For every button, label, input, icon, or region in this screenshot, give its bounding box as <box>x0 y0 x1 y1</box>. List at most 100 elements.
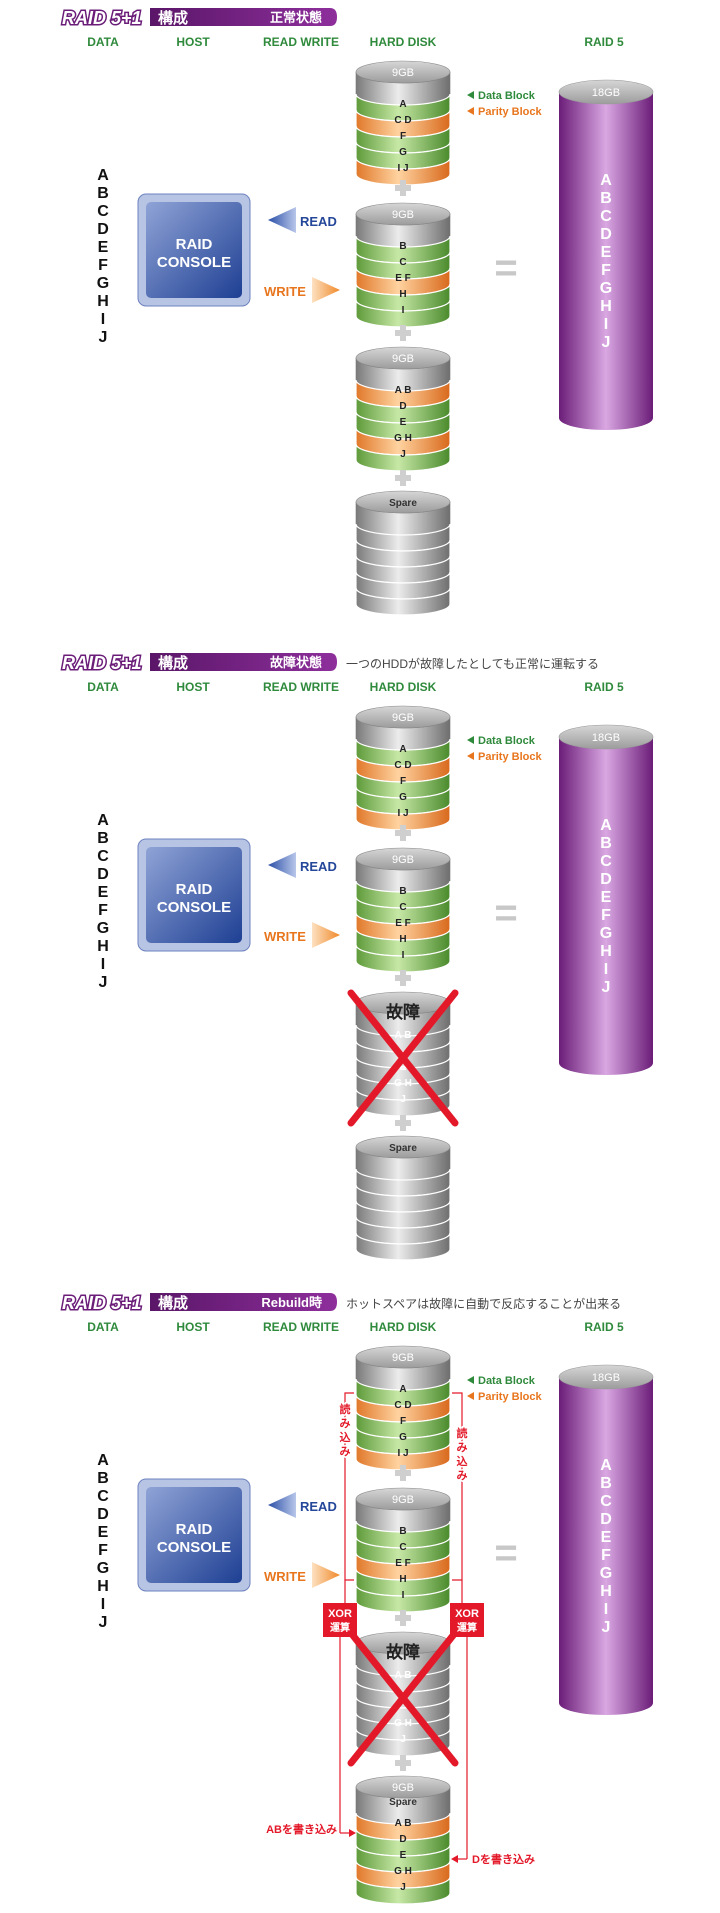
raid5-letter: H <box>600 943 612 960</box>
disk-block-label: C <box>399 902 406 913</box>
read-right-char: み <box>457 1469 468 1482</box>
data-letter: E <box>98 239 109 256</box>
raid5-volume <box>559 737 653 1075</box>
data-letter: A <box>97 1452 109 1469</box>
plus-icon <box>395 470 411 486</box>
data-letter: G <box>97 1560 109 1577</box>
disk-layer <box>355 299 451 328</box>
failure-label: 故障 <box>386 1002 420 1022</box>
disk-block-label: G H <box>394 433 412 444</box>
read-label: READ <box>300 859 337 874</box>
disk-block-label: F <box>400 776 406 787</box>
raid5-letter: D <box>600 226 612 243</box>
data-letter: F <box>98 1542 108 1559</box>
column-header-data: DATA <box>87 35 119 49</box>
disk-capacity-label: 9GB <box>392 1352 414 1364</box>
disk-block-label: D <box>399 1834 406 1845</box>
disk-top <box>355 847 451 871</box>
disk-layer <box>355 587 451 616</box>
disk-block-label: G <box>399 1432 407 1443</box>
read-right-char: み <box>457 1441 468 1454</box>
equals-sign: = <box>494 1531 517 1575</box>
disk-capacity-label: 9GB <box>392 209 414 221</box>
disk-capacity-label: Spare <box>389 1143 417 1154</box>
disk-block-label: G H <box>394 1078 412 1089</box>
disk-block-label: E <box>400 1850 407 1861</box>
column-header-read-write: READ WRITE <box>263 35 339 49</box>
raid5-letter: C <box>600 208 612 225</box>
legend-data-marker-icon <box>467 91 474 99</box>
read-left-char: み <box>340 1445 351 1458</box>
read-left-char: 読 <box>340 1402 351 1416</box>
disk-block-label: D <box>399 401 406 412</box>
write-label: WRITE <box>264 284 306 299</box>
disk-block-label: A B <box>395 385 412 396</box>
raid5-letter: A <box>600 1457 612 1474</box>
disk-block-label: E F <box>395 918 411 929</box>
raid5-letter: F <box>601 262 611 279</box>
disk-block-label: H <box>399 289 406 300</box>
title-state: 故障状態 <box>270 655 322 670</box>
plus-icon <box>395 180 411 196</box>
legend-parity-marker-icon <box>467 1392 474 1400</box>
data-letter: D <box>97 866 109 883</box>
title-banner <box>150 8 337 26</box>
spare-disk: Spare <box>355 1135 451 1261</box>
xor-label-right: XOR <box>455 1608 479 1620</box>
disk-block-label: I <box>402 305 405 316</box>
disk-capacity-label: 9GB <box>392 353 414 365</box>
disk-block-label: I <box>402 1590 405 1601</box>
raid5-letter: J <box>602 979 611 996</box>
console-label-line2: CONSOLE <box>157 254 231 271</box>
plus-icon <box>395 970 411 986</box>
write-label: WRITE <box>264 1569 306 1584</box>
disk-top <box>355 1345 451 1369</box>
disk-block-label: G <box>399 147 407 158</box>
disk-layer <box>355 1442 451 1471</box>
data-letter: D <box>97 1506 109 1523</box>
disk-layer <box>355 1876 451 1905</box>
raid5-letter: C <box>600 1493 612 1510</box>
disk-block-label: C <box>399 257 406 268</box>
data-letter: B <box>97 830 109 847</box>
xor-sub-left: 運算 <box>330 1621 350 1634</box>
raid5-letter: G <box>600 1565 612 1582</box>
disk-block-label: E F <box>395 1558 411 1569</box>
disk-block-label: G <box>399 792 407 803</box>
disk-top <box>355 346 451 370</box>
read-bracket-right <box>452 1392 463 1581</box>
column-header-hard-disk: HARD DISK <box>370 680 437 694</box>
raid5-letter: G <box>600 280 612 297</box>
console-label-line1: RAID <box>176 236 213 253</box>
disk-capacity-label: 9GB <box>392 1494 414 1506</box>
legend-data-marker-icon <box>467 1376 474 1384</box>
data-letter: A <box>97 812 109 829</box>
column-header-read-write: READ WRITE <box>263 1320 339 1334</box>
column-header-hard-disk: HARD DISK <box>370 1320 437 1334</box>
console-label-line1: RAID <box>176 881 213 898</box>
data-letter: A <box>97 167 109 184</box>
data-letter: B <box>97 1470 109 1487</box>
write-arrow-icon <box>312 277 340 303</box>
disk-block-label: A <box>399 99 406 110</box>
disk-block-label: G H <box>394 1718 412 1729</box>
disk-block-label: C D <box>394 760 411 771</box>
raid5-capacity: 18GB <box>592 732 620 744</box>
raid5-letter: I <box>604 316 608 333</box>
raid5-letter: J <box>602 1619 611 1636</box>
disk-top <box>355 1775 451 1799</box>
plus-icon <box>395 325 411 341</box>
column-header-raid5: RAID 5 <box>584 35 624 49</box>
xor-label-left: XOR <box>328 1608 352 1620</box>
disk-layer <box>355 157 451 186</box>
disk-layer <box>355 1232 451 1261</box>
raid5-letter: E <box>601 1529 612 1546</box>
failure-label: 故障 <box>386 1642 420 1662</box>
write-arrow-icon <box>312 922 340 948</box>
raid5-letter: H <box>600 298 612 315</box>
title-kousei: 構成 <box>158 1294 188 1312</box>
column-header-data: DATA <box>87 1320 119 1334</box>
